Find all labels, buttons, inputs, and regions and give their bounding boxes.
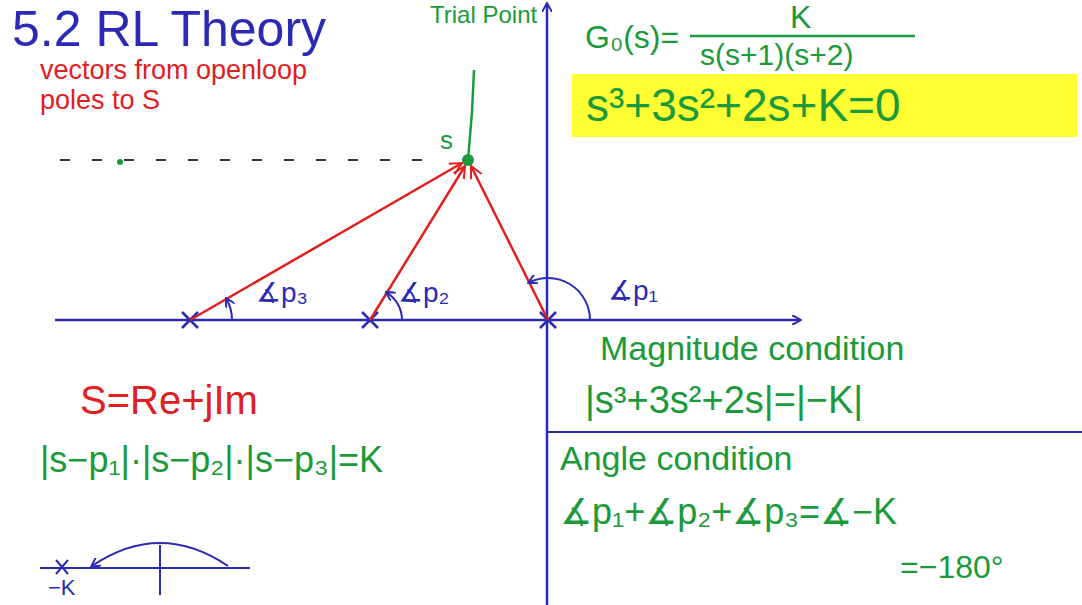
heading: Magnitude condition (600, 330, 904, 367)
equation: ∡p₁+∡p₂+∡p₃=∡−K (560, 492, 897, 532)
angle-arcs (227, 278, 591, 320)
equation: |s−p₁|·|s−p₂|·|s−p₃|=K (40, 440, 383, 480)
imaginary-axis (546, 4, 549, 605)
dashed-line (60, 159, 440, 161)
equation: S=Re+jIm (80, 378, 258, 422)
transfer-function: G₀(s)= (585, 20, 679, 55)
angle-label: ∡p₁ (608, 276, 658, 307)
trial-point (462, 154, 474, 166)
equation: =−180° (900, 550, 1004, 585)
numerator: K (790, 0, 811, 35)
real-axis (55, 319, 800, 322)
dot (117, 159, 123, 165)
angle-label: ∡p₃ (256, 278, 308, 309)
highlight-box: s³+3s²+2s+K=0 (572, 74, 1077, 137)
trial-leader (468, 70, 474, 160)
denominator: s(s+1)(s+2) (700, 38, 853, 71)
note: vectors from openloop poles to S (40, 56, 310, 115)
equation: |s³+3s²+2s|=|−K| (585, 380, 863, 422)
separator (547, 431, 1082, 433)
point-label: Trial Point (430, 2, 537, 28)
pole-marks (182, 312, 556, 328)
pole-vectors (190, 163, 548, 320)
fraction-bar (690, 35, 915, 38)
axis-value: −K (48, 576, 76, 600)
page-title: 5.2 RL Theory (12, 2, 326, 57)
point-name: s (440, 126, 453, 155)
angle-label: ∡p₂ (398, 278, 449, 309)
characteristic-equation: s³+3s²+2s+K=0 (586, 80, 1063, 131)
heading: Angle condition (560, 440, 793, 477)
